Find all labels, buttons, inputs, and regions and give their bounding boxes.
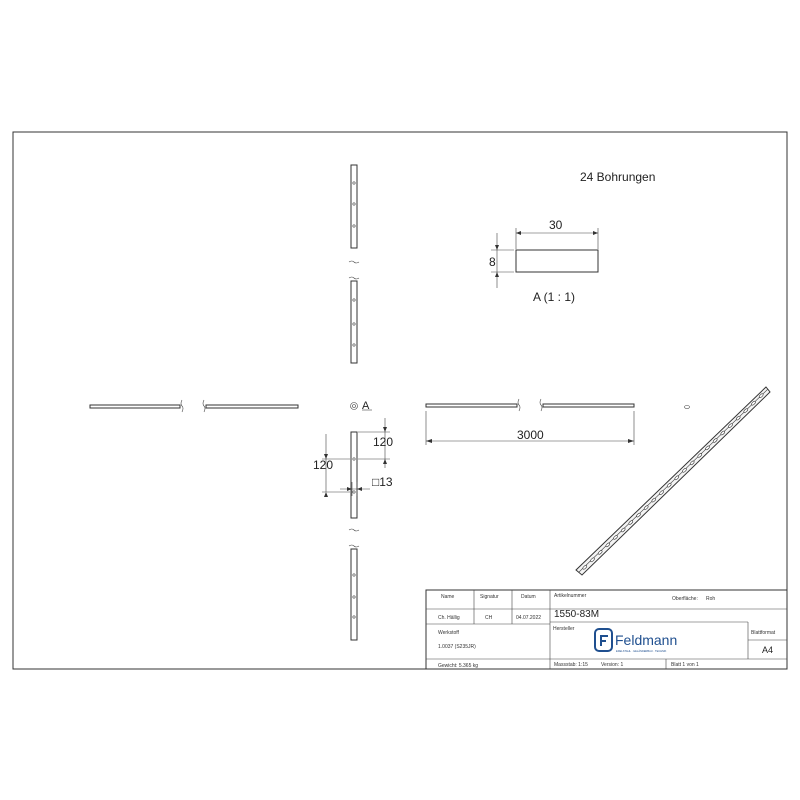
iso-hole [613, 535, 618, 540]
tb-gewicht: Gewicht: 5.365 kg [438, 663, 478, 669]
iso-hole [628, 520, 634, 525]
detail-scale-label: A (1 : 1) [533, 290, 575, 304]
iso-hole [651, 497, 657, 503]
iso-hole [735, 415, 741, 421]
iso-hole [728, 423, 733, 428]
tb-werkstoff-label: Werkstoff [438, 630, 460, 636]
iso-hole [720, 430, 726, 436]
isometric-view [575, 386, 771, 576]
tb-hersteller-label: Hersteller [553, 626, 575, 632]
iso-hole [697, 453, 703, 458]
tb-head-datum: Datum [521, 594, 536, 600]
tb-oberflaeche-label: Oberfläche: [672, 596, 698, 602]
iso-hole [582, 565, 588, 570]
tb-werkstoff: 1.0037 (S235JR) [438, 644, 476, 650]
tb-version: Version: 1 [601, 662, 623, 668]
drawing-border [12, 131, 788, 670]
tb-head-signatur: Signatur [480, 594, 499, 600]
horizontal-view-right [425, 398, 635, 412]
dim-spacing-left-label: 120 [313, 458, 333, 472]
detail-rectangle [515, 249, 599, 273]
dim-length [425, 411, 635, 445]
iso-hole [743, 408, 749, 413]
tb-blatt: Blatt 1 von 1 [671, 662, 699, 668]
tb-datum: 04.07.2022 [516, 615, 541, 621]
svg-text:EDELSTAHL · GELÄNDERBAU · TECH: EDELSTAHL · GELÄNDERBAU · TECHNIK [616, 649, 667, 653]
iso-hole [705, 445, 710, 451]
tb-artikelnummer-label: Artikelnummer [554, 593, 587, 599]
dim-hole-spacing [322, 418, 390, 497]
iso-hole [605, 542, 611, 548]
iso-hole [751, 401, 756, 406]
tb-signatur: CH [485, 615, 493, 621]
iso-hole [620, 527, 626, 533]
dim-hole-size-label: □13 [372, 475, 393, 489]
title-block [425, 589, 788, 670]
iso-hole [643, 505, 649, 510]
iso-hole [666, 483, 672, 488]
tb-name: Ch. Hällig [438, 615, 460, 621]
tb-blattformat-label: Blattformat [751, 630, 776, 636]
iso-hole [712, 438, 718, 443]
svg-text:Feldmann: Feldmann [615, 632, 677, 648]
vertical-view-top [348, 164, 360, 364]
section-marker-label: A [362, 400, 370, 412]
detail-section [491, 228, 599, 288]
tb-head-name: Name [441, 594, 455, 600]
holes-note: 24 Bohrungen [580, 170, 655, 184]
iso-hole [674, 475, 680, 480]
tb-oberflaeche: Roh [706, 596, 715, 602]
hole-marker [684, 405, 690, 409]
section-marker [350, 402, 372, 411]
dim-spacing-right-label: 120 [373, 435, 393, 449]
iso-hole [659, 490, 664, 495]
tb-blattformat: A4 [762, 645, 773, 655]
iso-hole [636, 512, 641, 518]
detail-height-label: 8 [489, 255, 496, 269]
vertical-view-bottom [348, 431, 360, 641]
iso-hole [590, 557, 595, 562]
iso-hole [689, 460, 695, 466]
tb-artikelnummer: 1550-83M [554, 609, 599, 620]
tb-massstab: Massstab: 1:15 [554, 662, 588, 668]
iso-hole [597, 550, 603, 555]
iso-hole [758, 393, 764, 398]
feldmann-logo: Feldmann EDELSTAHL · GELÄNDERBAU · TECHN… [594, 628, 677, 653]
detail-width-label: 30 [549, 218, 563, 232]
horizontal-view-left [89, 399, 299, 413]
iso-hole [682, 468, 687, 473]
dim-length-label: 3000 [517, 428, 544, 442]
